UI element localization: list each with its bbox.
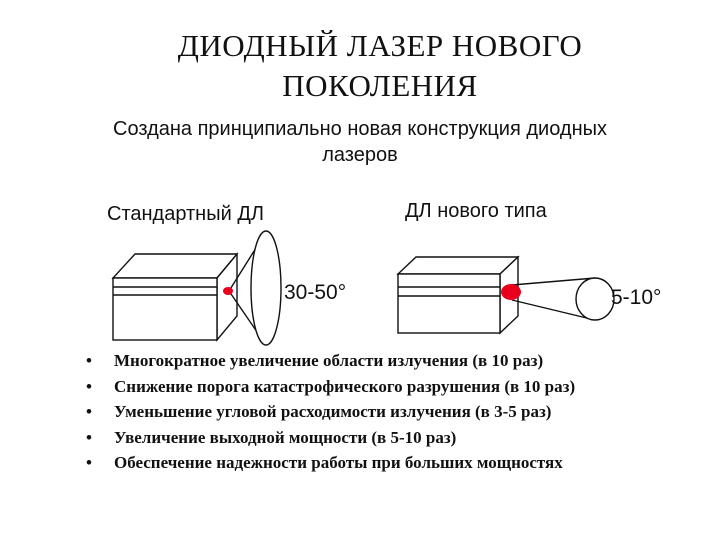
list-item-text: Снижение порога катастрофического разруш… [114, 376, 576, 396]
bullet-marker: • [86, 402, 92, 421]
list-item: • Уменьшение угловой расходимости излучен… [86, 399, 706, 425]
list-item: • Многократное увеличение области излучен… [86, 348, 706, 374]
subtitle-line-2: лазеров [322, 144, 398, 166]
advantages-list: • Многократное увеличение области излучен… [86, 348, 706, 476]
new-laser-chip [396, 255, 520, 335]
standard-laser-label: Стандартный ДЛ [107, 203, 265, 225]
list-item: • Увеличение выходной мощности (в 5-10 ра… [86, 425, 706, 451]
title-line-1: ДИОДНЫЙ ЛАЗЕР НОВОГО [177, 28, 583, 63]
standard-beam [228, 230, 282, 346]
list-item-text: Многократное увеличение области излучени… [114, 351, 544, 370]
bullet-marker: • [86, 453, 92, 472]
new-divergence-angle: 5-10° [611, 286, 662, 309]
new-laser-label: ДЛ нового типа [405, 200, 547, 222]
list-item-text: Обеспечение надежности работы при больши… [114, 453, 563, 472]
list-item-text: Увеличение выходной мощности (в 5-10 раз… [114, 427, 457, 447]
standard-emission-spot [223, 287, 233, 295]
bullet-marker: • [86, 376, 92, 396]
slide-title: ДИОДНЫЙ ЛАЗЕР НОВОГО ПОКОЛЕНИЯ [110, 26, 650, 106]
list-item-text: Уменьшение угловой расходимости излучени… [114, 402, 552, 421]
subtitle-line-1: Создана принципиально новая конструкция … [113, 118, 607, 140]
standard-laser-chip [111, 252, 239, 342]
title-line-2: ПОКОЛЕНИЯ [282, 68, 478, 103]
slide-subtitle: Создана принципиально новая конструкция … [30, 116, 690, 168]
list-item: • Снижение порога катастрофического разру… [86, 374, 706, 400]
bullet-marker: • [86, 351, 92, 370]
standard-divergence-angle: 30-50° [284, 281, 347, 304]
new-beam [511, 277, 615, 321]
list-item: • Обеспечение надежности работы при больш… [86, 450, 706, 476]
new-emission-spot [501, 284, 521, 300]
bullet-marker: • [86, 427, 92, 447]
